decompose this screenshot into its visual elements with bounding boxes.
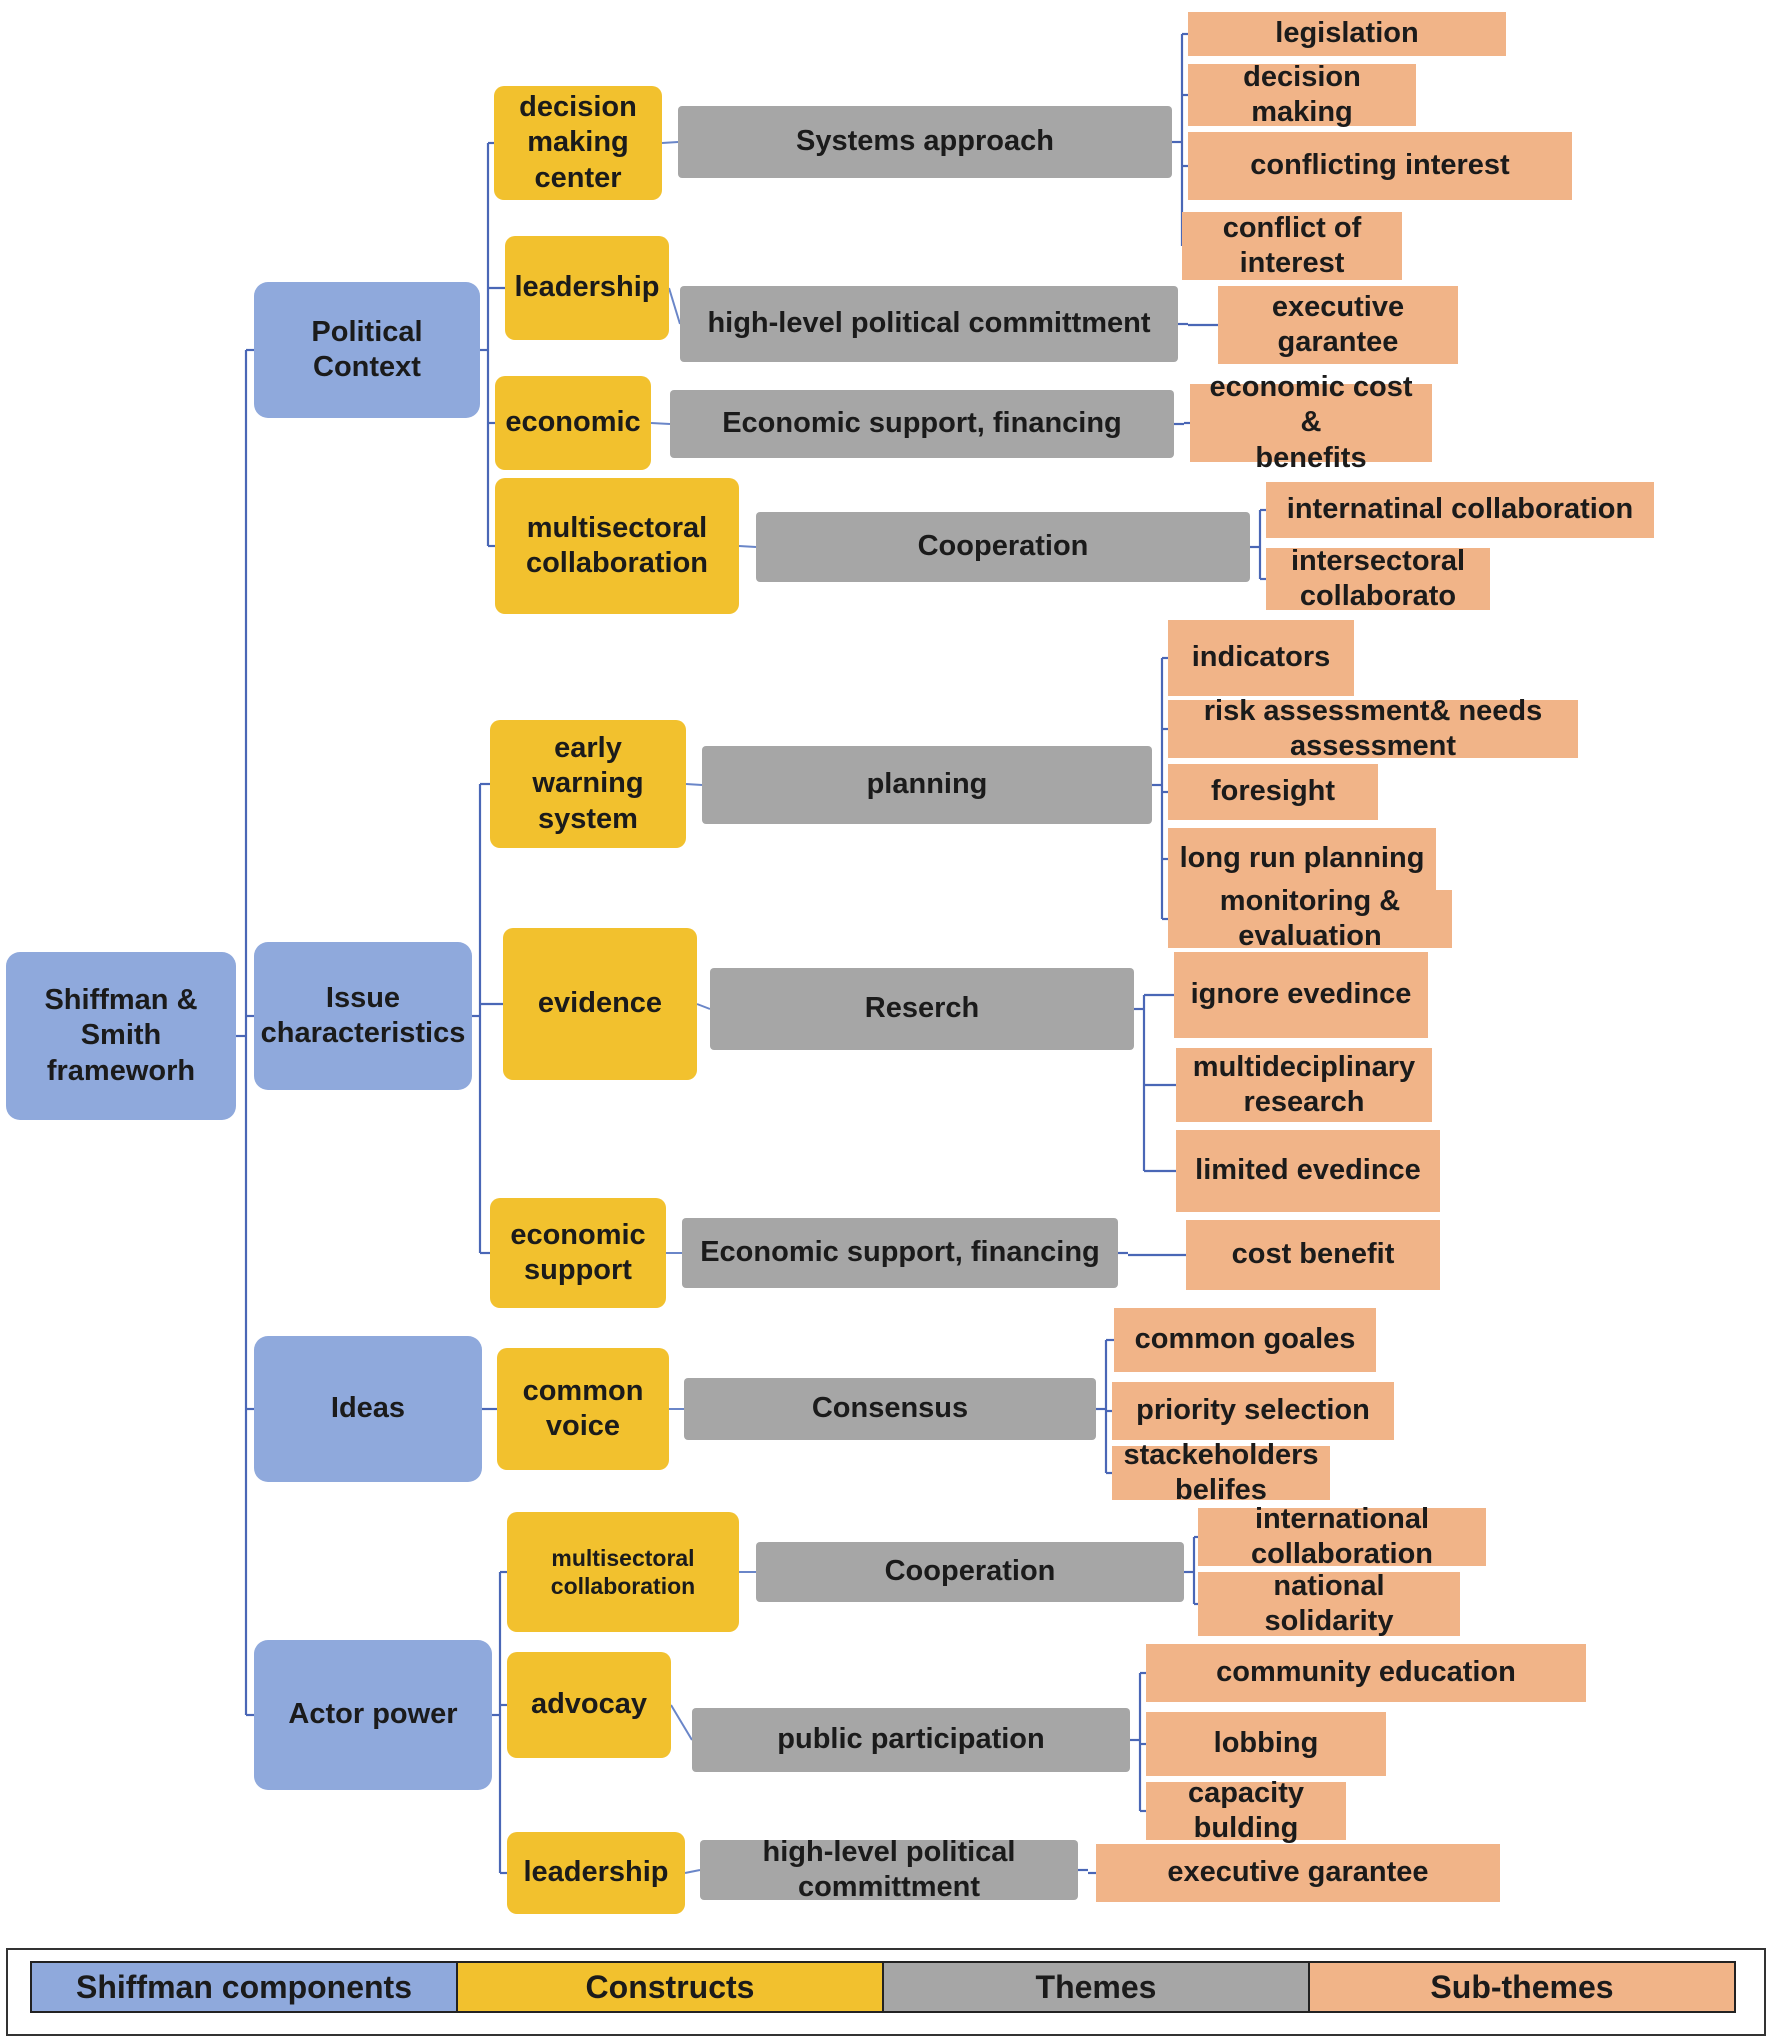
- theme-connector: [661, 141, 679, 144]
- subtheme-node: community education: [1146, 1644, 1586, 1702]
- subtheme-node: foresight: [1168, 764, 1378, 820]
- component-node: Actor power: [254, 1640, 492, 1790]
- theme-node: Consensus: [684, 1378, 1096, 1440]
- construct-node: economic: [495, 376, 651, 470]
- construct-node: leadership: [507, 1832, 685, 1914]
- subtheme-node: intersectoral collaborato: [1266, 545, 1490, 612]
- subtheme-node: legislation: [1188, 12, 1506, 56]
- construct-node: advocay: [507, 1652, 671, 1758]
- component-node: Issue characteristics: [254, 942, 472, 1090]
- theme-connector: [670, 1704, 693, 1741]
- subtheme-node: executive garantee: [1096, 1844, 1500, 1902]
- component-node: Political Context: [254, 282, 480, 418]
- subtheme-node: indicators: [1168, 620, 1354, 696]
- theme-node: Cooperation: [756, 1542, 1184, 1602]
- subtheme-node: long run planning: [1168, 828, 1436, 890]
- construct-node: leadership: [505, 236, 669, 340]
- theme-node: Reserch: [710, 968, 1134, 1050]
- construct-node: economic support: [490, 1198, 666, 1308]
- subtheme-node: international collaboration: [1198, 1503, 1486, 1570]
- theme-node: public participation: [692, 1708, 1130, 1772]
- subtheme-node: common goales: [1114, 1308, 1376, 1372]
- subtheme-node: national solidarity: [1198, 1570, 1460, 1637]
- legend-components: Shiffman components: [32, 1963, 458, 2011]
- subtheme-node: ignore evedince: [1174, 952, 1428, 1038]
- theme-node: Economic support, financing: [682, 1218, 1118, 1288]
- theme-node: Cooperation: [756, 512, 1250, 582]
- subtheme-node: decision making: [1188, 61, 1416, 128]
- subtheme-node: monitoring & evaluation: [1168, 885, 1452, 952]
- subtheme-node: economic cost & benefits: [1190, 371, 1432, 474]
- subtheme-node: capacity bulding: [1146, 1777, 1346, 1844]
- subtheme-node: lobbing: [1146, 1712, 1386, 1776]
- subtheme-node: limited evedince: [1176, 1130, 1440, 1212]
- subtheme-node: conflicting interest: [1188, 132, 1572, 200]
- subtheme-node: conflict of interest: [1182, 212, 1402, 280]
- legend: Shiffman components Constructs Themes Su…: [30, 1961, 1736, 2013]
- legend-themes: Themes: [884, 1963, 1310, 2011]
- theme-node: Systems approach: [678, 106, 1172, 178]
- subtheme-node: multideciplinary research: [1176, 1048, 1432, 1122]
- subtheme-node: executive garantee: [1218, 286, 1458, 364]
- construct-node: common voice: [497, 1348, 669, 1470]
- legend-subthemes: Sub-themes: [1310, 1963, 1734, 2011]
- theme-connector: [650, 422, 671, 425]
- component-node: Ideas: [254, 1336, 482, 1482]
- subtheme-node: stackeholders belifes: [1112, 1439, 1330, 1506]
- construct-node: decision making center: [494, 86, 662, 200]
- theme-node: high-level political committment: [680, 286, 1178, 362]
- subtheme-node: priority selection: [1112, 1382, 1394, 1440]
- subtheme-node: risk assessment& needs assessment: [1168, 695, 1578, 762]
- theme-connector: [684, 1869, 701, 1874]
- connector-lines: [236, 32, 1266, 1875]
- construct-node: multisectoral collaboration: [507, 1512, 739, 1632]
- theme-connector: [738, 545, 757, 548]
- theme-node: Economic support, financing: [670, 390, 1174, 458]
- construct-node: early warning system: [490, 720, 686, 848]
- construct-node: multisectoral collaboration: [495, 478, 739, 614]
- theme-connector: [696, 1003, 711, 1010]
- subtheme-node: internatinal collaboration: [1266, 482, 1654, 538]
- legend-constructs: Constructs: [458, 1963, 884, 2011]
- theme-node: high-level political committment: [700, 1836, 1078, 1903]
- root-node: Shiffman & Smith frameworh: [6, 952, 236, 1120]
- theme-connector: [685, 783, 703, 786]
- theme-node: planning: [702, 746, 1152, 824]
- theme-connector: [668, 287, 681, 325]
- subtheme-node: cost benefit: [1186, 1220, 1440, 1290]
- construct-node: evidence: [503, 928, 697, 1080]
